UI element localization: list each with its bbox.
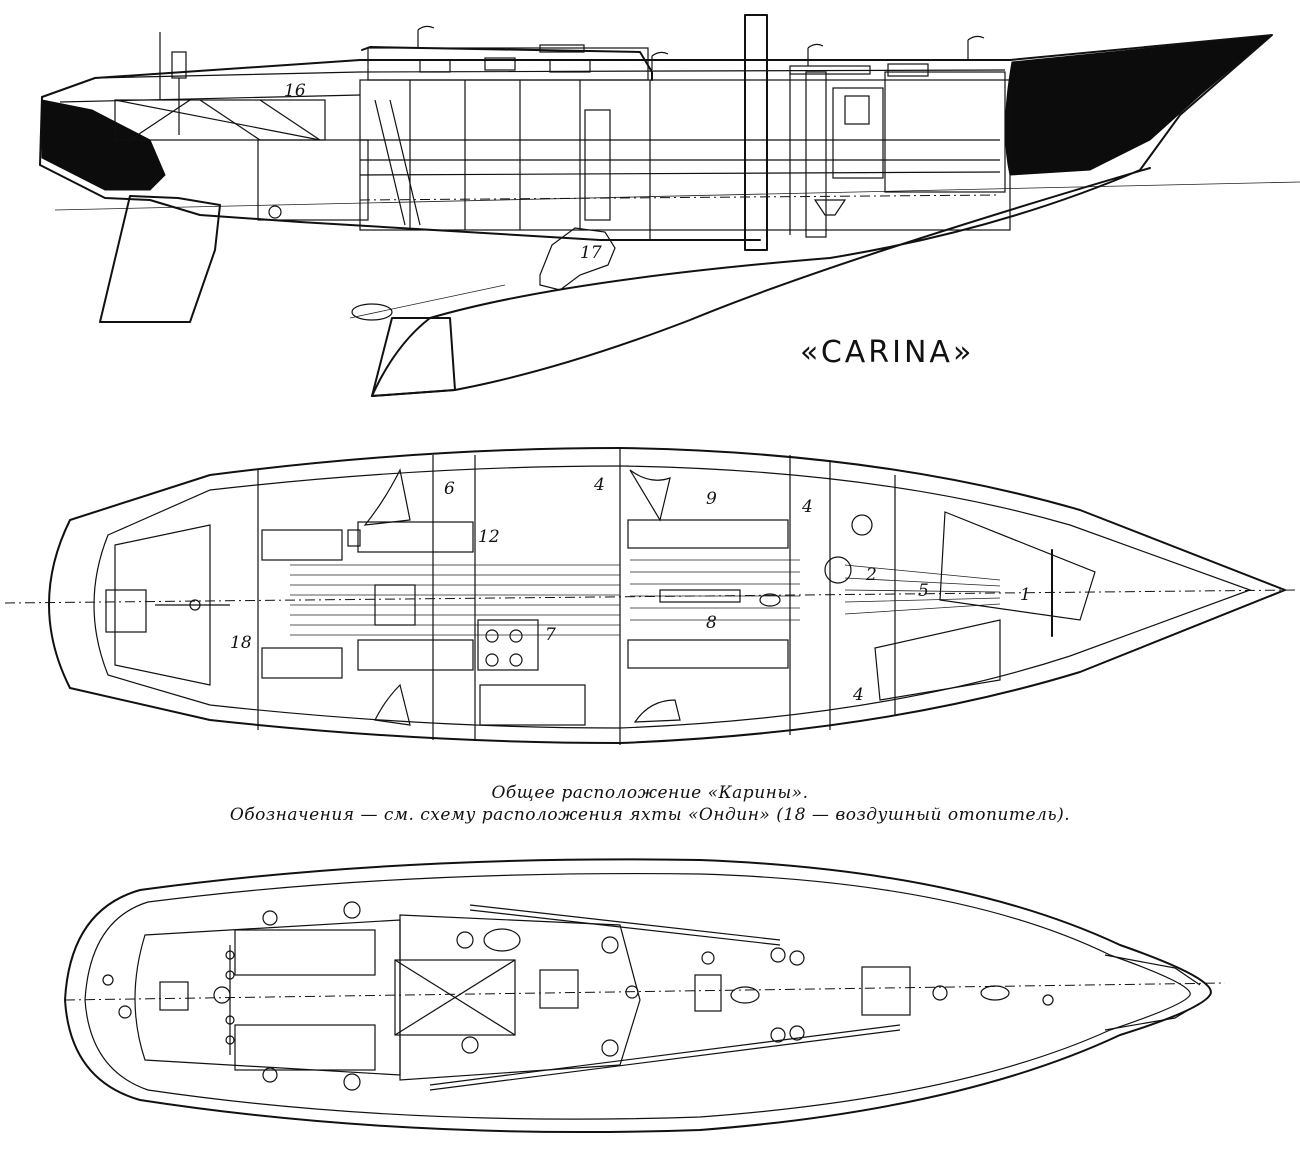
caption-line-1: Общее расположение «Карины». bbox=[491, 783, 809, 803]
label-7: 7 bbox=[545, 625, 556, 645]
ballast-area bbox=[539, 227, 616, 291]
bow-section-fill bbox=[1004, 35, 1272, 176]
accommodation-plan: 1 2 4 4 4 5 6 7 8 9 12 18 bbox=[4, 447, 1296, 745]
label-4a: 4 bbox=[593, 475, 605, 495]
label-8: 8 bbox=[706, 613, 717, 633]
cabin-sole bbox=[290, 559, 1001, 636]
interior-profile bbox=[114, 14, 1011, 251]
label-18: 18 bbox=[230, 633, 252, 653]
label-4b: 4 bbox=[801, 497, 813, 517]
label-5: 5 bbox=[918, 581, 929, 601]
label-12: 12 bbox=[478, 527, 500, 547]
hull-deck-outline bbox=[64, 858, 1212, 1133]
label-1: 1 bbox=[1020, 585, 1031, 605]
label-9: 9 bbox=[706, 489, 717, 509]
label-4c: 4 bbox=[852, 685, 864, 705]
deck-plan bbox=[64, 858, 1226, 1133]
caption-line-2: Обозначения — см. схему расположения яхт… bbox=[229, 805, 1071, 825]
label-17: 17 bbox=[580, 243, 602, 263]
stern-section-fill bbox=[41, 99, 166, 191]
hull-plan-outline bbox=[48, 447, 1286, 744]
label-16: 16 bbox=[284, 81, 306, 101]
deckhouse bbox=[361, 44, 929, 81]
label-6: 6 bbox=[444, 479, 455, 499]
hull-profile-outline bbox=[41, 34, 1273, 397]
rudder bbox=[99, 195, 221, 323]
label-2: 2 bbox=[865, 565, 877, 585]
yacht-title: «CARINA» bbox=[800, 335, 974, 370]
waterline bbox=[54, 181, 1300, 211]
keel bbox=[371, 317, 456, 397]
side-profile: 16 17 «CARINA» bbox=[39, 14, 1300, 397]
